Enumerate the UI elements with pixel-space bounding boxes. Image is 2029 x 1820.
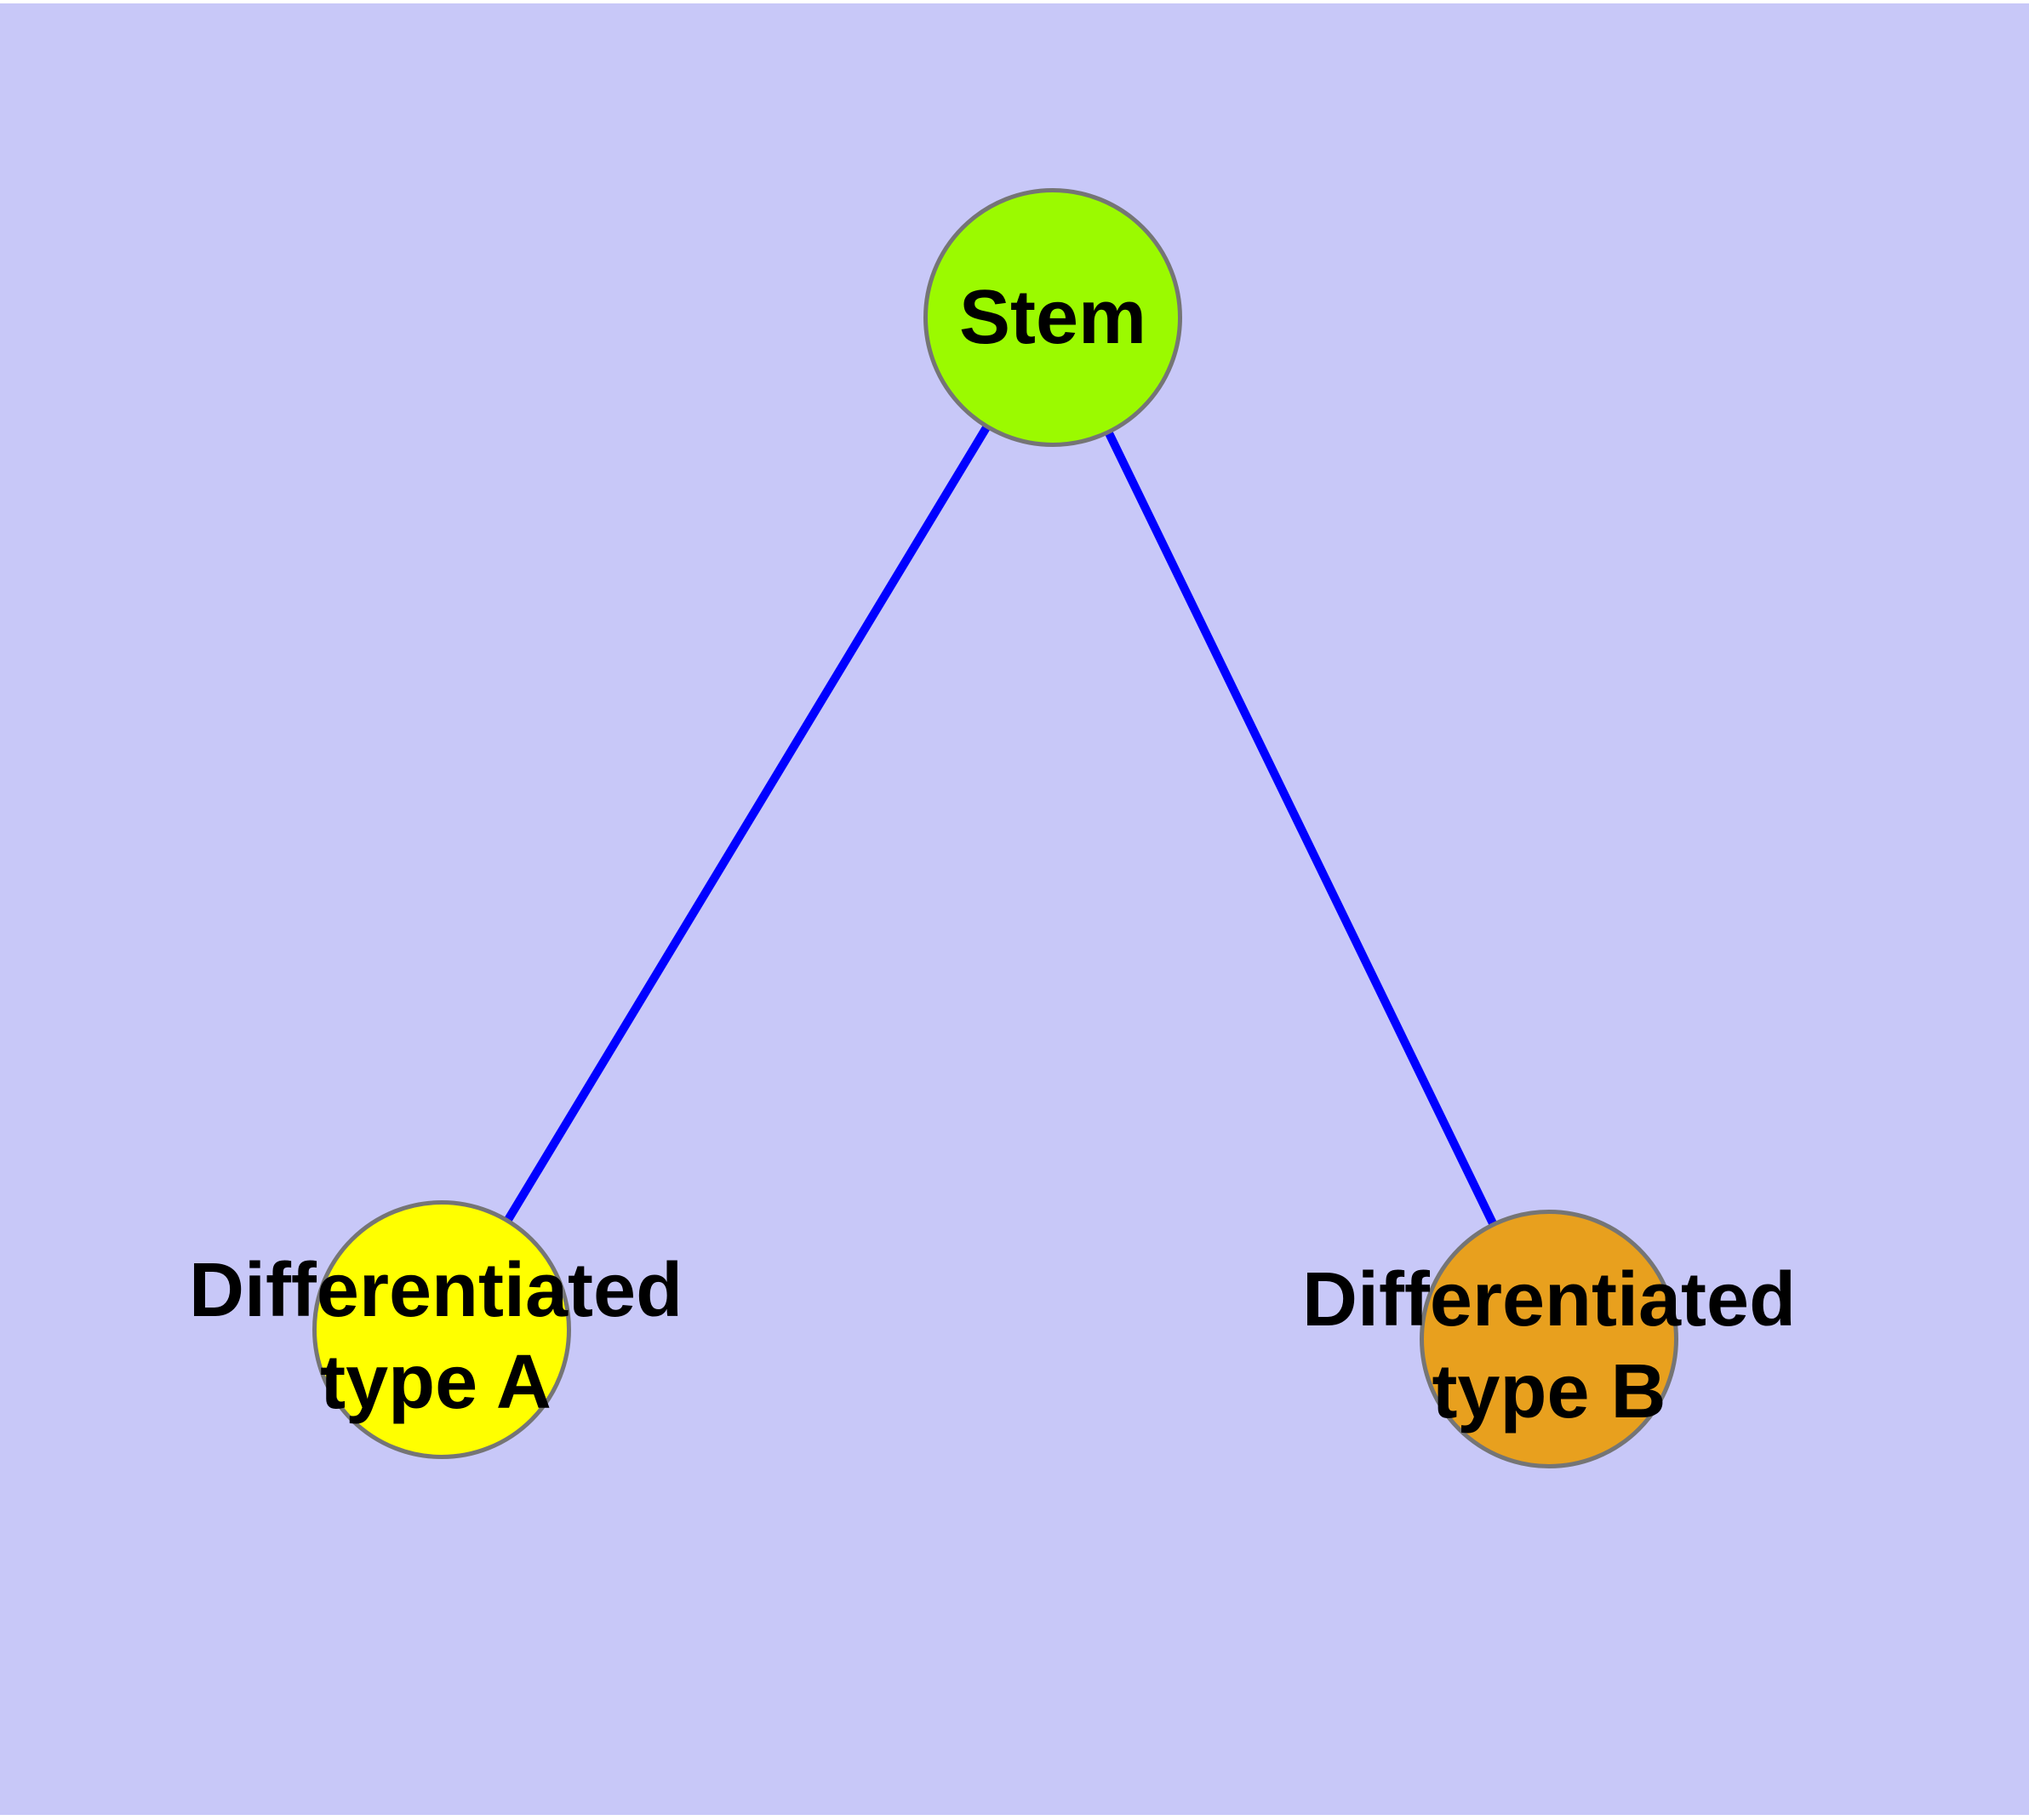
edge-stem-to-type-b: [1049, 315, 1553, 1342]
edge-stem-to-type-a: [437, 315, 1057, 1332]
node-differentiated-type-a-label: Differentiated type A: [188, 1248, 683, 1425]
node-stem-label: Stem: [958, 275, 1147, 360]
node-stem-circle: [923, 188, 1182, 447]
node-differentiated-type-b-circle: [1420, 1210, 1678, 1468]
node-differentiated-type-a-circle: [312, 1200, 571, 1459]
node-differentiated-type-b-label: Differentiated type B: [1301, 1257, 1797, 1434]
